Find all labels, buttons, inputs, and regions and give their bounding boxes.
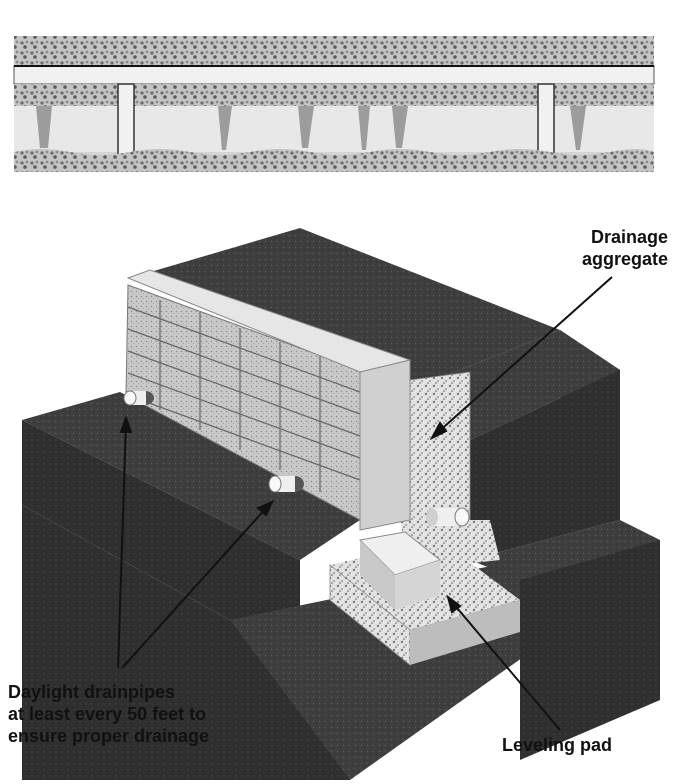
section-bottom-gravel — [14, 149, 654, 172]
leader-drainage — [435, 276, 613, 435]
bottom-block-face — [360, 540, 395, 610]
base-soil-front-left — [22, 420, 300, 620]
daylight-drainpipes-label: Daylight drainpipes at least every 50 fe… — [8, 682, 210, 746]
leveling-pad-label: Leveling pad — [502, 735, 613, 755]
section-drip-cone — [570, 106, 586, 150]
upper-right-block-front — [470, 370, 620, 560]
section-drip-cone — [218, 106, 232, 150]
section-mid-gravel — [14, 84, 654, 106]
drainage-aggregate-label: Drainage aggregate — [581, 227, 668, 269]
section-lower-band — [14, 106, 654, 152]
section-drip-cone — [298, 106, 314, 148]
upper-soil-top — [130, 228, 560, 390]
section-top-gravel — [14, 36, 654, 66]
drainpipe — [268, 475, 304, 493]
drainpipe — [123, 390, 154, 406]
wall-3d-illustration — [22, 228, 660, 780]
base-soil-top — [22, 392, 360, 560]
section-view-panel — [13, 36, 655, 172]
leader-pipe-2 — [121, 505, 269, 669]
leader-leveling — [451, 601, 561, 731]
front-soil-face — [22, 505, 350, 780]
section-drip-cone — [358, 106, 370, 150]
wall-cap-end — [359, 359, 411, 531]
section-drip-cone — [392, 106, 408, 148]
section-horizontal-pipe — [13, 65, 655, 85]
leveling-pad-side — [410, 600, 520, 665]
section-drip-cone — [36, 106, 52, 148]
drainpipe — [426, 507, 470, 527]
right-soil-step-top — [470, 520, 660, 580]
bottom-block-side — [395, 560, 440, 610]
wall-block-rows — [126, 300, 361, 492]
leader-lines — [117, 276, 613, 731]
leader-pipe-1 — [117, 423, 127, 669]
right-soil-step-face — [520, 540, 660, 760]
